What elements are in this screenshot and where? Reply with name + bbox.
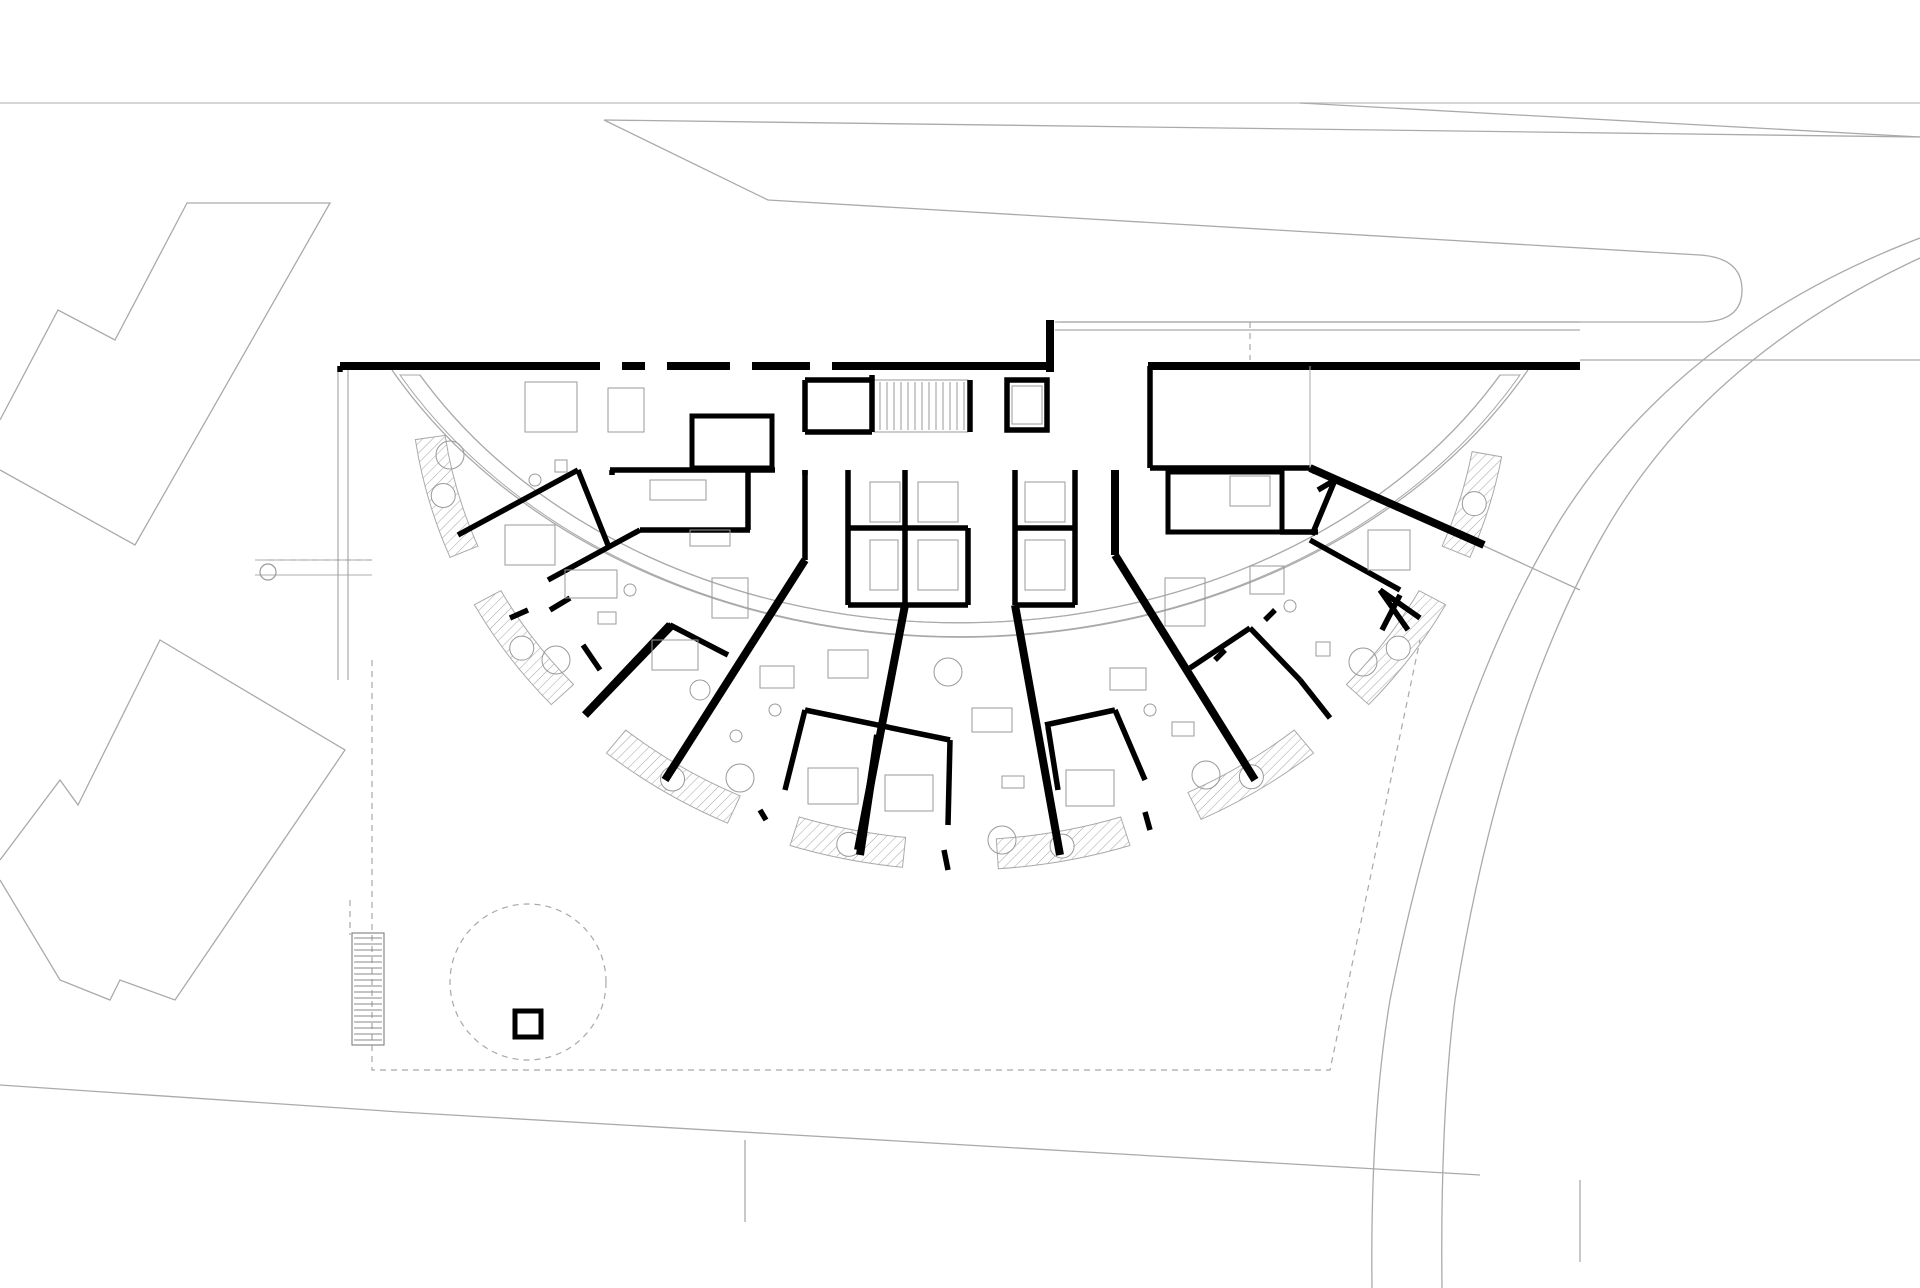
terrace-boundary xyxy=(268,322,1421,1071)
balcony-table xyxy=(1461,491,1487,517)
column-square-icon xyxy=(512,1008,544,1040)
building-envelope xyxy=(391,369,1529,638)
stair-core xyxy=(802,375,1050,435)
balcony-table xyxy=(430,483,456,509)
north-wall xyxy=(340,320,1580,549)
site-context xyxy=(0,102,1920,1288)
balcony-table xyxy=(1385,635,1411,661)
furniture xyxy=(435,381,1411,855)
light-fixture-icon xyxy=(255,370,372,680)
unit-walls xyxy=(337,366,1422,871)
exterior-stair xyxy=(349,900,385,1046)
balcony-table xyxy=(509,635,535,661)
